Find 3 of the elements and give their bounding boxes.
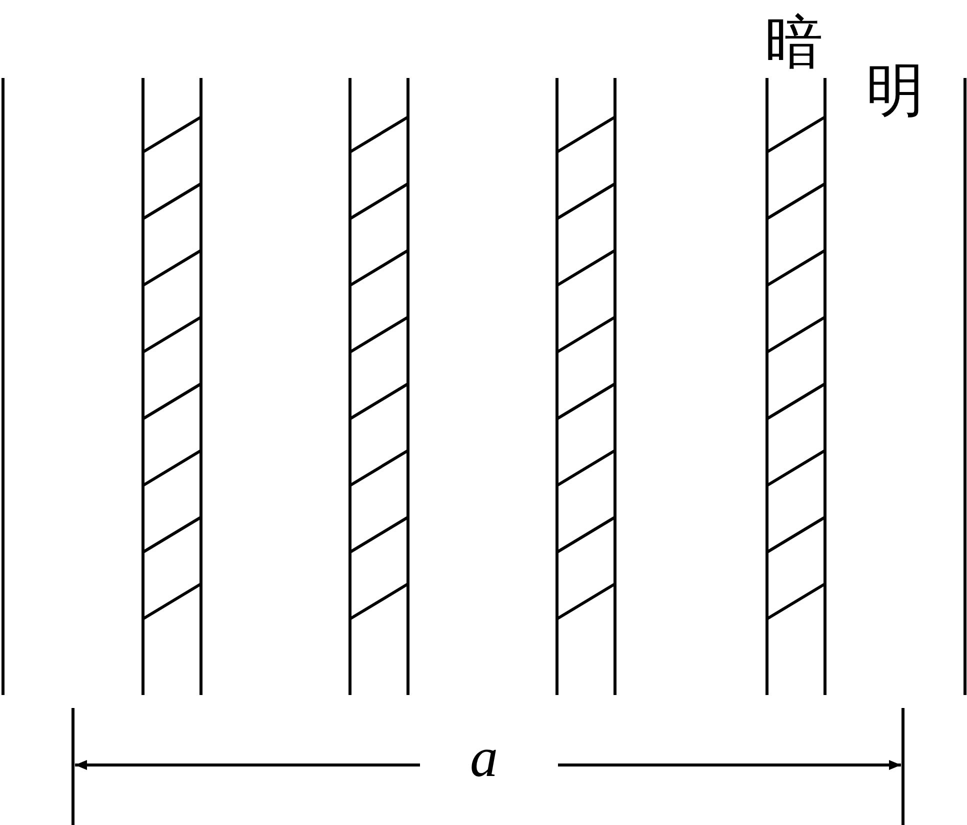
dimension-label: a (470, 730, 498, 786)
fringe-label: 明 (866, 62, 924, 120)
fringe-label: 暗 (765, 14, 823, 72)
